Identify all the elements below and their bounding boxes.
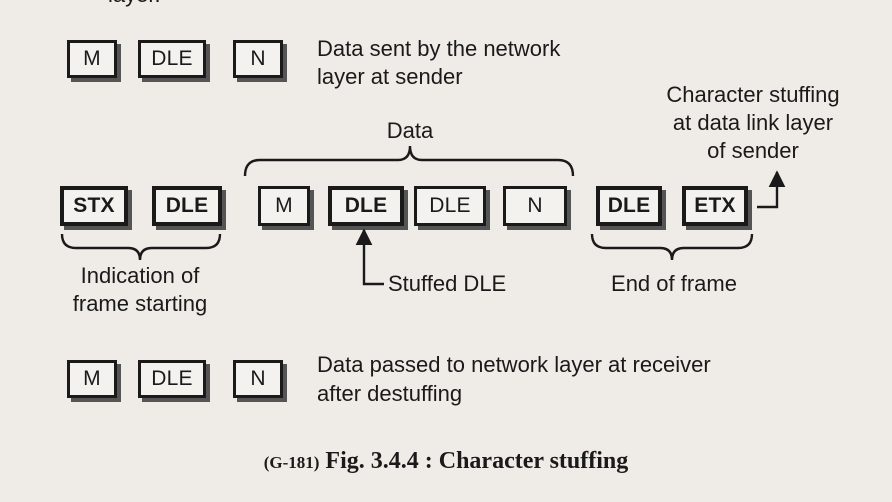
end-of-frame-label: End of frame bbox=[611, 271, 737, 296]
frame-box-dle-start: DLE bbox=[152, 186, 222, 226]
receiver-box-dle: DLE bbox=[138, 360, 206, 398]
stuffing-note-line-1: Character stuffing bbox=[666, 82, 840, 107]
end-brace bbox=[590, 233, 754, 261]
stuffed-dle-label: Stuffed DLE bbox=[388, 271, 507, 296]
frame-box-etx: ETX bbox=[682, 186, 748, 226]
sender-label-line-2: layer at sender bbox=[317, 64, 463, 89]
data-brace bbox=[243, 145, 575, 177]
start-label-line-2: frame starting bbox=[72, 291, 208, 316]
frame-box-dle-data: DLE bbox=[414, 186, 486, 226]
sender-box-m: M bbox=[67, 40, 117, 78]
sender-box-dle: DLE bbox=[138, 40, 206, 78]
receiver-label-line-2: after destuffing bbox=[317, 381, 463, 406]
start-brace bbox=[60, 233, 222, 261]
data-label: Data bbox=[386, 118, 434, 143]
stuffing-note-line-3: of sender bbox=[707, 138, 799, 163]
start-label-line-1: Indication of bbox=[80, 263, 200, 288]
clipped-heading-text: layer. bbox=[108, 0, 161, 8]
frame-box-m: M bbox=[258, 186, 310, 226]
figure-title: Fig. 3.4.4 : Character stuffing bbox=[325, 448, 629, 474]
stuffing-note-arrow bbox=[757, 170, 786, 209]
frame-box-stx: STX bbox=[60, 186, 128, 226]
receiver-box-m: M bbox=[67, 360, 117, 398]
sender-box-n: N bbox=[233, 40, 283, 78]
figure-code: (G-181) bbox=[263, 453, 320, 472]
receiver-label-line-1: Data passed to network layer at receiver bbox=[317, 352, 711, 377]
frame-box-stuffed-dle: DLE bbox=[328, 186, 404, 226]
frame-box-n: N bbox=[503, 186, 567, 226]
sender-label-line-1: Data sent by the network bbox=[317, 36, 561, 61]
stuffing-note-line-2: at data link layer bbox=[672, 110, 834, 135]
frame-box-dle-end: DLE bbox=[596, 186, 662, 226]
stuffed-dle-arrow bbox=[355, 228, 384, 286]
figure-caption: (G-181) Fig. 3.4.4 : Character stuffing bbox=[0, 448, 892, 475]
receiver-box-n: N bbox=[233, 360, 283, 398]
